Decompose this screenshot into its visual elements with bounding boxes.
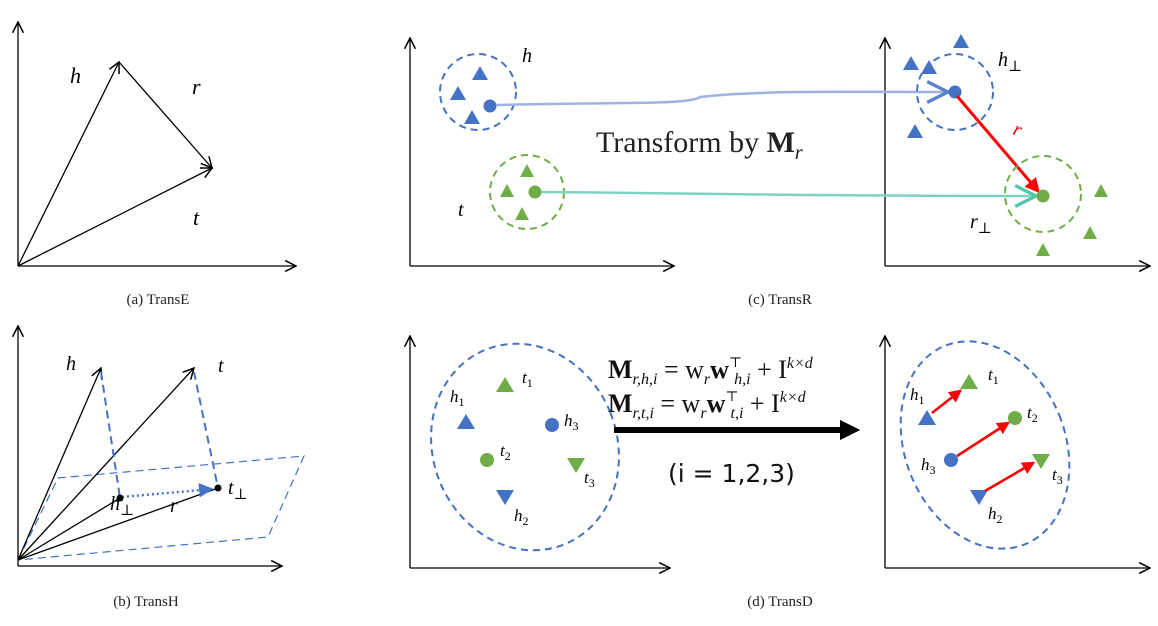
triangle-icon — [500, 184, 514, 197]
transr-t-perp-point — [1036, 189, 1050, 203]
triangle-down-icon — [567, 458, 585, 473]
transe-h-label: h — [70, 63, 81, 88]
transd-left-h3-label: h3 — [564, 411, 579, 433]
panel-transe: h r t — [18, 22, 296, 266]
caption-transd: (d) TransD — [747, 594, 813, 610]
triangle-icon — [515, 207, 529, 220]
triangle-icon — [464, 110, 480, 124]
transd-left-h3-point — [545, 418, 559, 432]
triangle-icon — [472, 66, 488, 80]
transr-h-perp-label: h⊥ — [998, 49, 1022, 75]
transh-hyperplane — [16, 455, 305, 561]
triangle-down-icon — [496, 490, 514, 505]
transh-h-perp-vector — [17, 497, 121, 561]
triangle-icon — [1083, 226, 1097, 239]
transe-r-label: r — [192, 74, 201, 99]
transh-h-projection — [100, 371, 121, 499]
transd-equation-1: Mr,h,i = wrw⊤h,i + Ik×d — [608, 355, 814, 388]
transr-h-label: h — [522, 45, 532, 67]
transh-t-projection — [193, 371, 219, 489]
triangle-icon — [496, 377, 514, 392]
transe-h-vector — [17, 62, 119, 267]
panel-transr: h t Transform by Mr h⊥ r r⊥ — [410, 34, 1150, 266]
caption-transr: (c) TransR — [748, 292, 812, 308]
transd-right-t1-label: t1 — [988, 365, 999, 387]
transd-right-h3-point — [944, 453, 958, 467]
transh-h-label: h — [66, 353, 76, 375]
transd-right-h3-label: h3 — [921, 455, 936, 477]
triangle-icon — [907, 124, 923, 138]
transh-t-perp-label: t⊥ — [228, 477, 248, 503]
transd-left-t1-label: t1 — [522, 368, 533, 390]
triangle-icon — [921, 60, 937, 74]
triangle-icon — [520, 164, 534, 177]
transd-right-cluster — [899, 340, 1071, 550]
transd-r-arrow-1 — [931, 389, 963, 415]
panel-transd: h1 t1 h3 t2 t3 h2 Mr,h,i = wrw⊤h,i + Ik×… — [400, 315, 1150, 579]
triangle-icon — [903, 56, 919, 70]
transe-t-label: t — [193, 205, 200, 230]
transd-index-range: (i = 1,2,3) — [668, 459, 795, 488]
transr-h-transform-arrow — [495, 92, 948, 107]
triangle-icon — [960, 374, 978, 389]
triangle-icon — [918, 410, 936, 425]
panel-transh: h t h⊥ t⊥ r — [16, 326, 305, 566]
transe-r-vector — [118, 61, 212, 168]
transh-r-label: r — [170, 495, 178, 517]
transr-r-vector — [955, 95, 1040, 194]
transh-r-vector — [121, 482, 214, 499]
transd-left-h1-label: h1 — [450, 387, 465, 409]
transd-equation-2: Mr,t,i = wrw⊤t,i + Ik×d — [608, 389, 807, 422]
transr-h-perp-point — [948, 85, 962, 99]
caption-transh: (b) TransH — [113, 594, 179, 610]
transr-h-perp-cluster — [916, 53, 994, 131]
transd-right-h1-label: h1 — [910, 385, 925, 407]
transr-t-transform-arrow — [540, 192, 1036, 196]
triangle-icon — [1094, 184, 1108, 197]
triangle-icon — [953, 34, 969, 48]
transr-h-cluster — [439, 53, 517, 131]
transr-transform-label: Transform by Mr — [596, 126, 803, 164]
transh-t-perp-point — [214, 484, 222, 492]
transd-left-t2-point — [480, 453, 494, 467]
transd-r-arrow-3 — [984, 461, 1036, 493]
triangle-down-icon — [970, 490, 988, 505]
transh-h-perp-label: h⊥ — [110, 493, 134, 519]
caption-transe: (a) TransE — [127, 292, 190, 308]
transe-t-vector — [17, 168, 212, 267]
transh-h-vector — [17, 368, 101, 561]
transd-left-t2-label: t2 — [500, 441, 511, 463]
transd-left-t3-label: t3 — [584, 468, 595, 490]
transd-right-t3-label: t3 — [1052, 465, 1063, 487]
transh-t-perp-vector — [17, 487, 219, 561]
transd-right-t2-label: t2 — [1027, 403, 1038, 425]
transd-right-h2-label: h2 — [988, 504, 1003, 526]
transd-r-arrow-2 — [956, 421, 1011, 458]
transd-left-h2-label: h2 — [514, 506, 529, 528]
transh-t-label: t — [218, 355, 224, 377]
triangle-icon — [450, 86, 466, 100]
triangle-icon — [457, 414, 475, 429]
transr-t-point — [528, 185, 542, 199]
transr-r-label: r — [1010, 118, 1025, 141]
transr-t-perp-cluster — [1004, 155, 1082, 233]
transr-t-label: t — [458, 199, 464, 221]
transh-h-perp-point — [116, 494, 124, 502]
transr-r-perp-label: r⊥ — [970, 211, 992, 237]
triangle-icon — [1036, 243, 1050, 256]
triangle-down-icon — [1032, 454, 1050, 469]
transr-h-point — [483, 99, 497, 113]
transh-t-vector — [17, 368, 194, 561]
transd-left-cluster — [430, 342, 620, 552]
transd-right-t2-point — [1008, 411, 1022, 425]
